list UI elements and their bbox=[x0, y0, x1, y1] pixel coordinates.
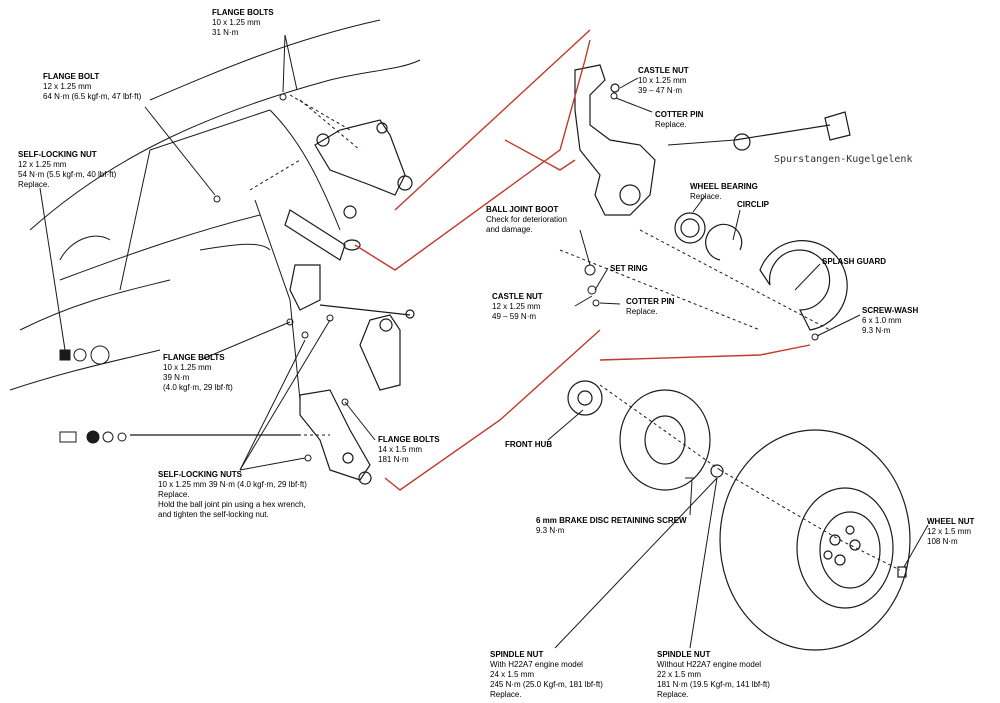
label-self-locking-nuts: SELF-LOCKING NUTS 10 x 1.25 mm 39 N·m (4… bbox=[158, 470, 307, 519]
drive-shaft bbox=[284, 205, 361, 261]
label-ball-joint-boot: BALL JOINT BOOT Check for deterioration … bbox=[486, 205, 567, 234]
label-splash-guard: SPLASH GUARD bbox=[822, 257, 887, 266]
assembly-route-lines bbox=[354, 29, 811, 491]
label-brake-disc-screw: 6 mm BRAKE DISC RETAINING SCREW 9.3 N·m bbox=[536, 516, 687, 535]
bushing-parts bbox=[59, 345, 127, 444]
wheel-tire bbox=[719, 429, 911, 651]
label-self-locking-nut: SELF-LOCKING NUT 12 x 1.25 mm 54 N·m (5.… bbox=[18, 150, 117, 189]
label-circlip: CIRCLIP bbox=[737, 200, 769, 209]
label-wheel-bearing: WHEEL BEARING Replace. bbox=[690, 182, 758, 201]
splash-guard-shape bbox=[759, 240, 848, 331]
label-front-hub: FRONT HUB bbox=[505, 440, 553, 449]
label-flange-bolts-mid: FLANGE BOLTS 10 x 1.25 mm 39 N·m (4.0 kg… bbox=[163, 353, 233, 392]
stabilizer-link bbox=[289, 264, 415, 319]
hub-and-disc bbox=[567, 380, 724, 491]
small-fasteners bbox=[213, 92, 819, 479]
upper-control-arm bbox=[314, 119, 413, 196]
steering-knuckle bbox=[574, 64, 656, 216]
label-spindle-nut-with-h22a7: SPINDLE NUT With H22A7 engine model 24 x… bbox=[490, 650, 603, 699]
car-body-outline bbox=[9, 19, 421, 401]
label-cotter-pin-mid: COTTER PIN Replace. bbox=[626, 297, 675, 316]
label-wheel-nut: WHEEL NUT 12 x 1.5 mm 108 N·m bbox=[927, 517, 975, 546]
lower-arm-bracket bbox=[359, 314, 401, 391]
leader-lines bbox=[39, 34, 929, 649]
label-castle-nut-top: CASTLE NUT 10 x 1.25 mm 39 – 47 N·m bbox=[638, 66, 689, 95]
leader-dashes bbox=[130, 94, 901, 571]
label-flange-bolt: FLANGE BOLT 12 x 1.25 mm 64 N·m (6.5 kgf… bbox=[43, 72, 142, 101]
tie-rod-end bbox=[733, 111, 851, 151]
label-set-ring: SET RING bbox=[610, 264, 648, 273]
label-flange-bolts-low: FLANGE BOLTS 14 x 1.5 mm 181 N·m bbox=[378, 435, 440, 464]
label-screw-washer: SCREW-WASH 6 x 1.0 mm 9.3 N·m bbox=[862, 306, 919, 335]
label-castle-nut-mid: CASTLE NUT 12 x 1.25 mm 49 – 59 N·m bbox=[492, 292, 543, 321]
label-cotter-pin-top: COTTER PIN Replace. bbox=[655, 110, 704, 129]
label-spindle-nut-without-h22a7: SPINDLE NUT Without H22A7 engine model 2… bbox=[657, 650, 770, 699]
tie-rod-annotation: Spurstangen-Kugelgelenk bbox=[774, 154, 913, 165]
label-flange-bolts-top: FLANGE BOLTS 10 x 1.25 mm 31 N·m bbox=[212, 8, 274, 37]
lower-control-arm bbox=[130, 389, 372, 485]
bearing-circlip bbox=[674, 212, 743, 261]
